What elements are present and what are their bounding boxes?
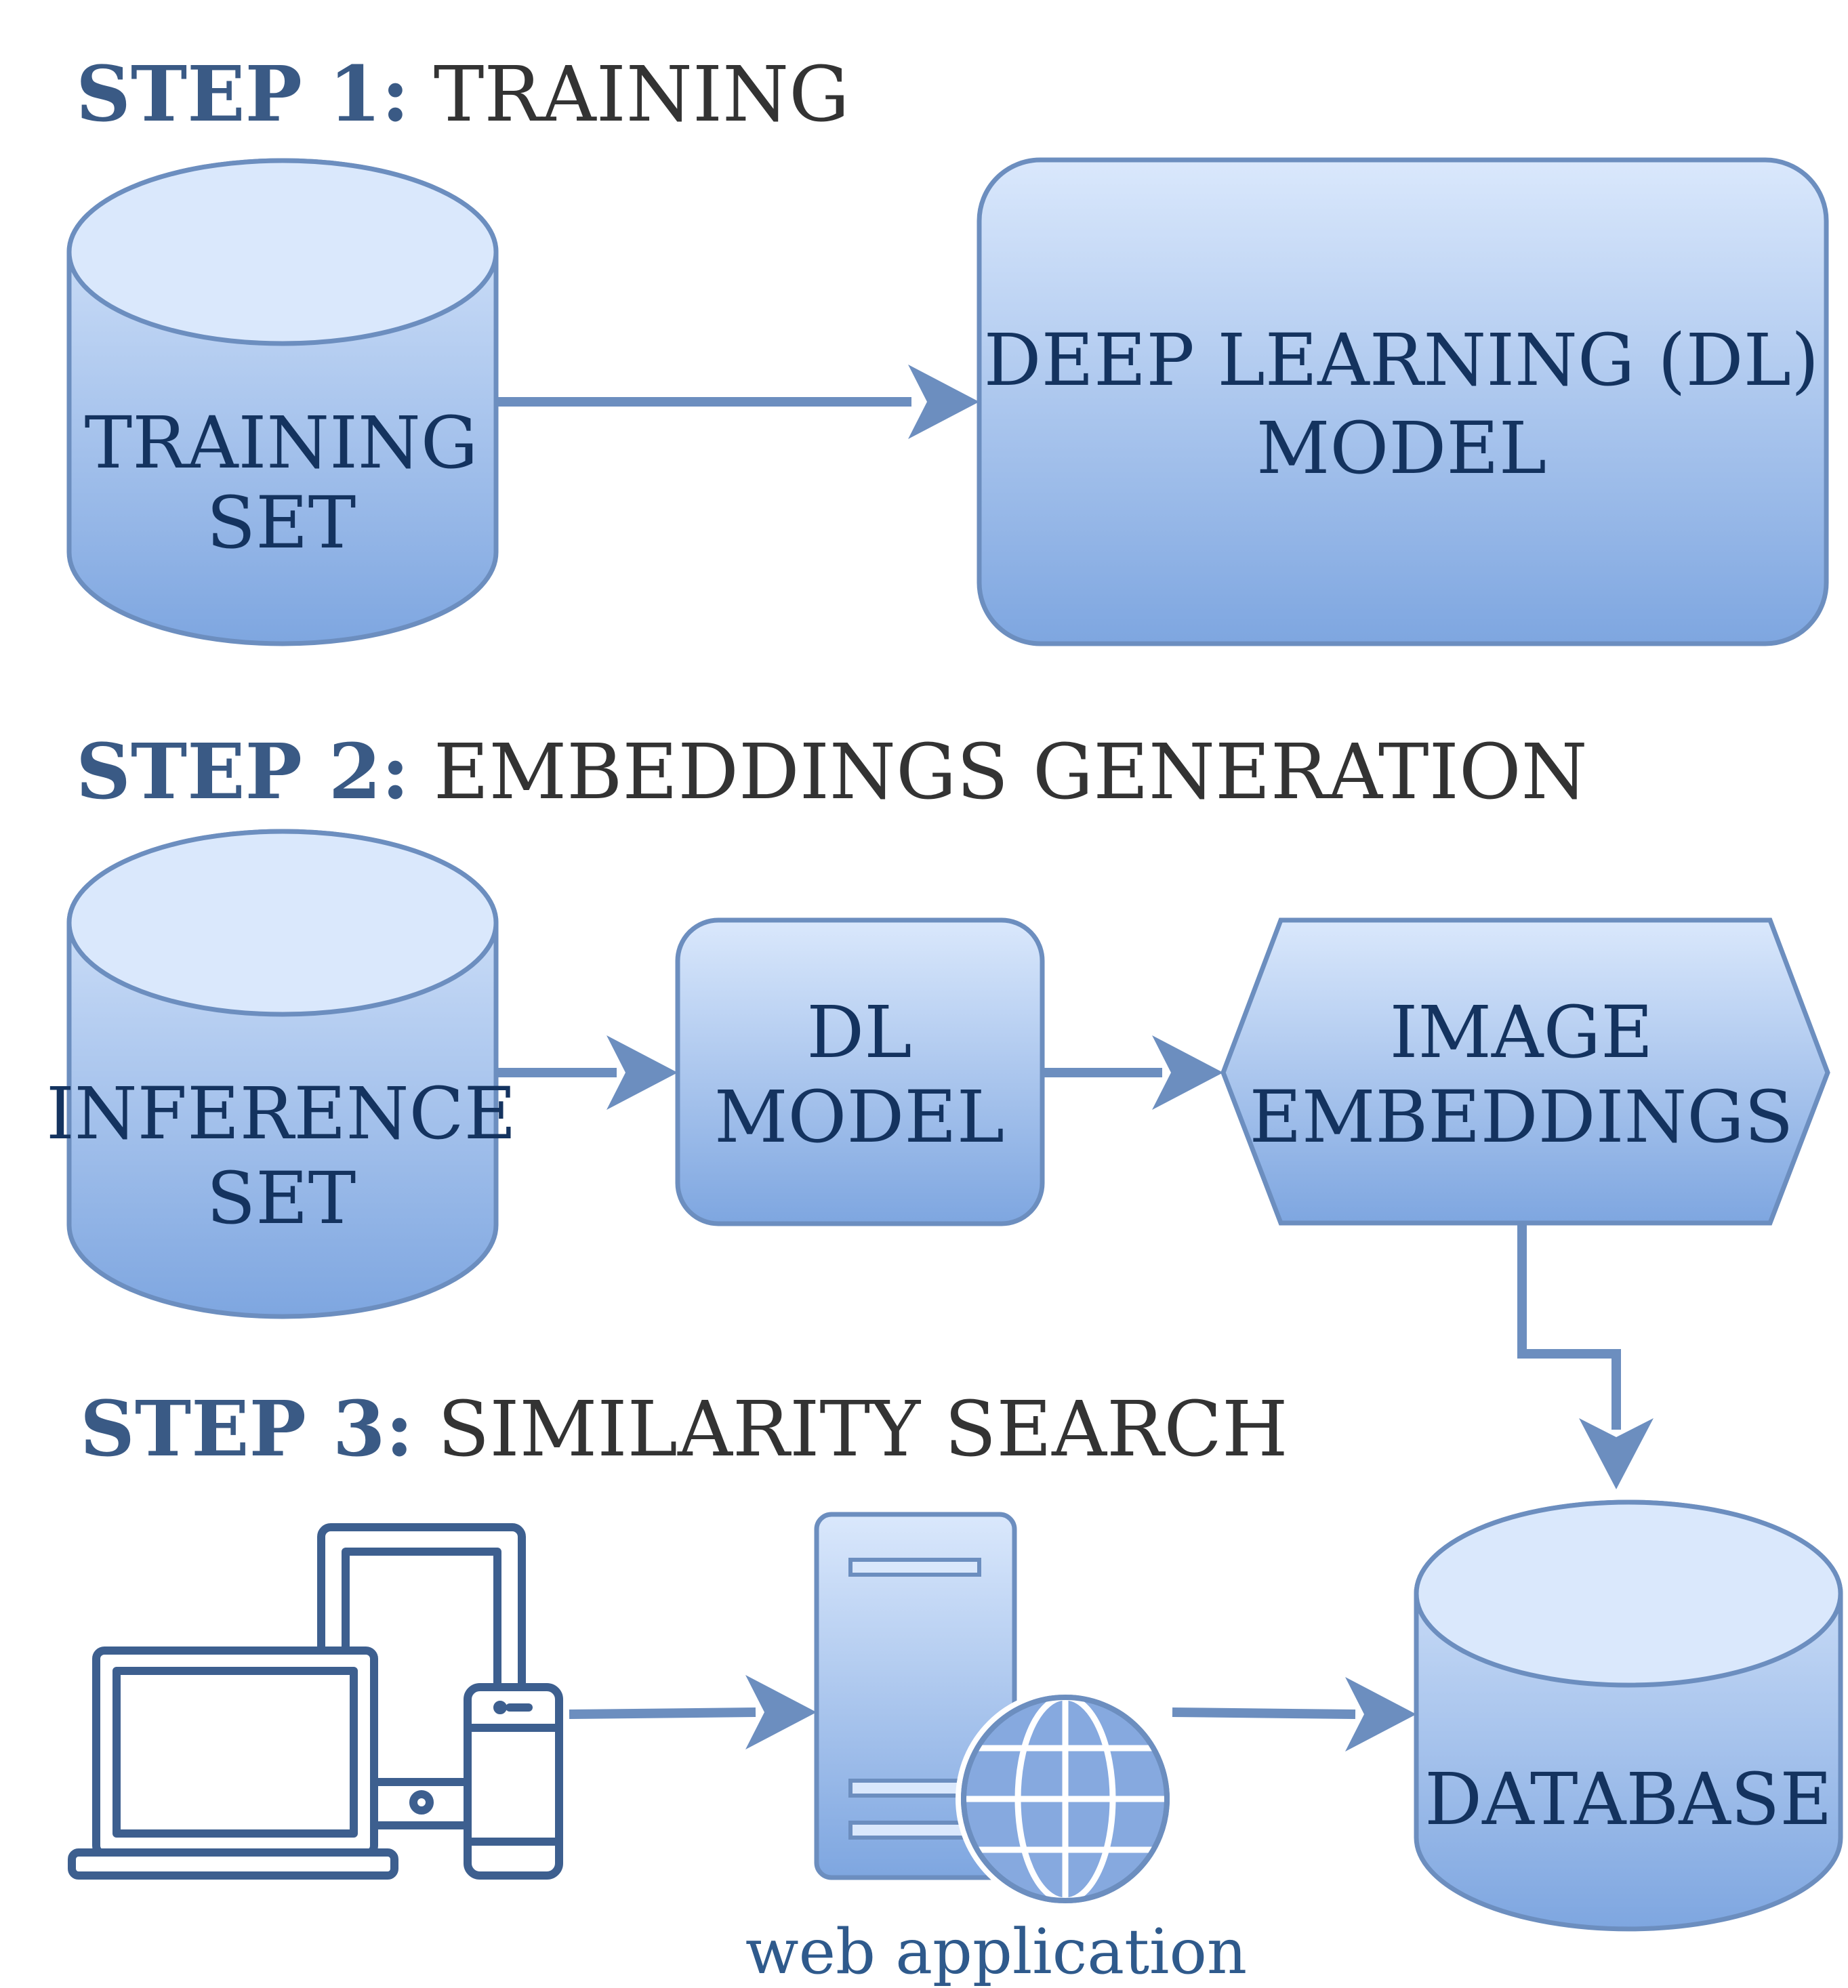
database-cylinder: DATABASE [1414, 1499, 1843, 1932]
client-devices [68, 1523, 563, 1880]
laptop-icon [68, 1647, 398, 1880]
inference-set-label-line2: SET [207, 1157, 356, 1240]
arrow-webapp-to-database [1172, 1677, 1416, 1752]
dl-model-big-label-line1: DEEP LEARNING (DL) [984, 318, 1820, 402]
arrow-embeddings-to-database [1517, 1224, 1654, 1489]
image-embeddings-hexagon: IMAGE EMBEDDINGS [1220, 917, 1830, 1226]
globe-icon [956, 1689, 1175, 1909]
phone-icon [464, 1683, 563, 1880]
training-set-label-line2: SET [207, 481, 356, 564]
web-application-caption: web application [745, 1915, 1247, 1988]
training-set-label-line1: TRAINING [85, 401, 478, 484]
deep-learning-model-box: DEEP LEARNING (DL) MODEL [977, 157, 1829, 646]
step-3-heading: STEP 3: SIMILARITY SEARCH [80, 1385, 1288, 1474]
step-1-heading: STEP 1: TRAINING [76, 50, 850, 139]
arrow-inference-to-model [498, 1035, 678, 1110]
dl-model-label-line1: DL [806, 991, 911, 1074]
inference-set-label-line1: INFERENCE [46, 1072, 516, 1155]
dl-model-big-label-line2: MODEL [1256, 407, 1546, 490]
step-2-heading: STEP 2: EMBEDDINGS GENERATION [76, 728, 1588, 816]
arrow-model-to-embeddings [1044, 1035, 1223, 1110]
dl-model-label-line2: MODEL [714, 1075, 1004, 1159]
training-set-cylinder: TRAINING SET [66, 158, 499, 646]
arrow-training-to-model [498, 365, 979, 439]
arrow-devices-to-webapp [569, 1675, 817, 1749]
image-embeddings-label-line2: EMBEDDINGS [1249, 1075, 1793, 1159]
inference-set-cylinder: INFERENCE SET [46, 829, 516, 1319]
image-embeddings-label-line1: IMAGE [1389, 991, 1653, 1074]
database-label: DATABASE [1424, 1758, 1832, 1841]
dl-model-box: DL MODEL [675, 917, 1045, 1226]
